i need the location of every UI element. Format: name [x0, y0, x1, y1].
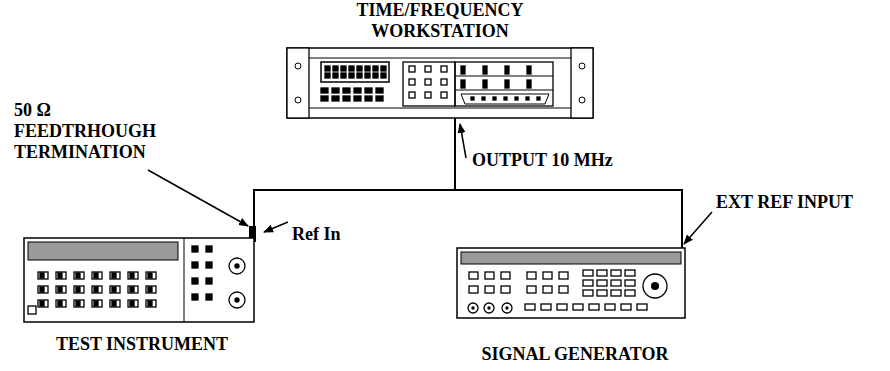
signal-generator-drawing — [455, 246, 695, 322]
leader-line — [148, 170, 248, 226]
callout-label: EXT REF INPUT — [716, 192, 886, 213]
leader-line — [460, 124, 466, 158]
test-instrument-node: TEST INSTRUMENT — [22, 236, 262, 355]
coax-cable — [455, 118, 682, 248]
signal-generator-node: SIGNAL GENERATOR — [455, 246, 695, 365]
leader-line — [264, 222, 288, 232]
instrument-label: SIGNAL GENERATOR — [455, 344, 695, 365]
callout-label: 50 Ω FEEDTRHOUGH TERMINATION — [14, 100, 184, 163]
leader-line — [684, 212, 712, 244]
workstation-node: TIME/FREQUENCY WORKSTATION — [285, 0, 595, 122]
coax-cable — [254, 118, 455, 238]
test-instrument-drawing — [22, 236, 262, 326]
callout-label: OUTPUT 10 MHz — [472, 150, 692, 171]
instrument-label: TEST INSTRUMENT — [22, 334, 262, 355]
callout-label: Ref In — [292, 224, 352, 245]
workstation-drawing — [285, 46, 595, 122]
terminator-body — [249, 226, 256, 242]
instrument-label: TIME/FREQUENCY WORKSTATION — [340, 0, 540, 42]
